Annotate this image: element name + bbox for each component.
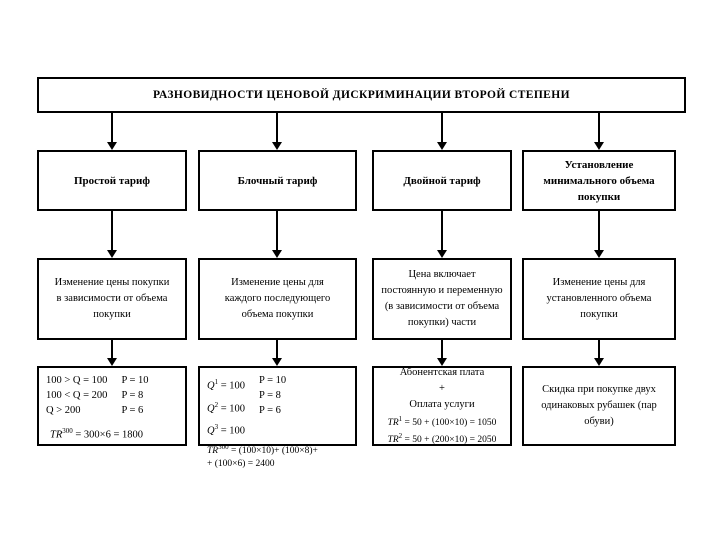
down-arrow bbox=[105, 113, 119, 150]
formula-expression: = 300×6 = 1800 bbox=[72, 429, 144, 441]
diagram-title: РАЗНОВИДНОСТИ ЦЕНОВОЙ ДИСКРИМИНАЦИИ ВТОР… bbox=[37, 77, 686, 113]
condition-line: 100 > Q = 100 bbox=[46, 375, 108, 386]
arrow-shaft bbox=[111, 340, 113, 358]
quantity-formula: Q1 = 100 bbox=[207, 373, 245, 396]
formula-variable: TR bbox=[207, 445, 219, 456]
example-simple-tariff: 100 > Q = 100 100 < Q = 200 Q > 200 P = … bbox=[37, 366, 187, 446]
condition-line: 100 < Q = 200 bbox=[46, 390, 108, 401]
description-double-tariff: Цена включает постоянную и переменную (в… bbox=[372, 258, 512, 340]
plus-sign: + bbox=[439, 382, 445, 394]
formula-expression: = 100 bbox=[218, 380, 246, 392]
arrow-shaft bbox=[111, 113, 113, 142]
description-min-volume: Изменение цены для установленного объема… bbox=[522, 258, 676, 340]
formula-variable: Q bbox=[207, 425, 215, 437]
arrow-shaft bbox=[598, 113, 600, 142]
arrow-head-icon bbox=[437, 358, 447, 366]
down-arrow bbox=[270, 113, 284, 150]
down-arrow bbox=[592, 211, 606, 258]
quantity-formula: Q3 = 100 bbox=[207, 418, 245, 441]
price-values: P = 10 P = 8 P = 6 bbox=[121, 373, 148, 418]
quantity-formula: Q2 = 100 bbox=[207, 396, 245, 419]
arrow-head-icon bbox=[107, 358, 117, 366]
arrow-head-icon bbox=[272, 358, 282, 366]
price-line: P = 8 bbox=[121, 390, 144, 401]
formula-superscript: 3 bbox=[214, 423, 219, 431]
formula-expression: = 50 + (100×10) = 1050 bbox=[402, 418, 497, 428]
arrow-shaft bbox=[276, 340, 278, 358]
price-line: P = 6 bbox=[121, 405, 144, 416]
arrow-shaft bbox=[598, 340, 600, 358]
arrow-head-icon bbox=[272, 142, 282, 150]
example-block-tariff: Q1 = 100 Q2 = 100 Q3 = 100 P = 10 P = 8 … bbox=[198, 366, 357, 469]
arrow-shaft bbox=[111, 211, 113, 250]
example-min-volume: Скидка при покупке двух одинаковых рубаш… bbox=[522, 366, 676, 446]
down-arrow bbox=[435, 340, 449, 366]
total-revenue-formula-continued: + (100×6) = 2400 bbox=[207, 458, 275, 469]
header-box-min-volume: Установление минимального объема покупки bbox=[522, 150, 676, 211]
arrow-head-icon bbox=[437, 250, 447, 258]
down-arrow bbox=[435, 211, 449, 258]
down-arrow bbox=[592, 113, 606, 150]
arrow-shaft bbox=[441, 113, 443, 142]
formula-variable: TR bbox=[387, 418, 399, 428]
formula-superscript: 2 bbox=[398, 432, 403, 440]
formula-variable: Q bbox=[207, 403, 215, 414]
arrow-shaft bbox=[598, 211, 600, 250]
description-block-tariff: Изменение цены для каждого последующего … bbox=[198, 258, 357, 340]
formula-expression: = 100 bbox=[218, 425, 246, 437]
price-values: P = 10 P = 8 P = 6 bbox=[259, 373, 286, 441]
down-arrow bbox=[105, 340, 119, 366]
arrow-shaft bbox=[441, 340, 443, 358]
formula-superscript: 2 bbox=[214, 400, 219, 409]
arrow-head-icon bbox=[437, 142, 447, 150]
arrow-shaft bbox=[276, 113, 278, 142]
formula-variable: TR bbox=[387, 435, 399, 446]
formula-expression: = (100×10)+ (100×8)+ bbox=[228, 445, 318, 456]
price-line: P = 10 bbox=[259, 375, 287, 386]
formula-variable: TR bbox=[50, 429, 63, 441]
formula-expression: = 100 bbox=[218, 403, 246, 414]
arrow-head-icon bbox=[594, 250, 604, 258]
arrow-shaft bbox=[276, 211, 278, 250]
down-arrow bbox=[270, 211, 284, 258]
header-box-double-tariff: Двойной тариф bbox=[372, 150, 512, 211]
arrow-shaft bbox=[441, 211, 443, 250]
total-revenue-formula: TR300 = (100×10)+ (100×8)+ bbox=[207, 441, 348, 458]
formula-superscript: 300 bbox=[62, 427, 73, 435]
quantity-conditions: 100 > Q = 100 100 < Q = 200 Q > 200 bbox=[46, 373, 107, 418]
example-double-tariff: Абонентская плата + Оплата услуги TR1 = … bbox=[372, 366, 512, 446]
service-line: Оплата услуги bbox=[409, 398, 475, 410]
formula-superscript: 300 bbox=[218, 442, 229, 451]
description-simple-tariff: Изменение цены покупки в зависимости от … bbox=[37, 258, 187, 340]
arrow-head-icon bbox=[272, 250, 282, 258]
total-revenue-formula: TR2 = 50 + (200×10) = 2050 bbox=[376, 430, 508, 447]
formula-expression: = 50 + (200×10) = 2050 bbox=[402, 435, 497, 446]
price-line: P = 6 bbox=[259, 405, 281, 416]
formula-superscript: 1 bbox=[398, 414, 403, 423]
down-arrow bbox=[592, 340, 606, 366]
block-quantities: Q1 = 100 Q2 = 100 Q3 = 100 bbox=[207, 373, 245, 441]
arrow-head-icon bbox=[594, 358, 604, 366]
discount-example-text: Скидка при покупке двух одинаковых рубаш… bbox=[541, 384, 657, 427]
total-revenue-formula: TR1 = 50 + (100×10) = 1050 bbox=[376, 413, 508, 430]
formula-variable: Q bbox=[207, 380, 215, 392]
down-arrow bbox=[435, 113, 449, 150]
condition-line: Q > 200 bbox=[46, 405, 81, 416]
fee-line: Абонентская плата bbox=[399, 366, 485, 378]
arrow-head-icon bbox=[594, 142, 604, 150]
arrow-head-icon bbox=[107, 250, 117, 258]
total-revenue-formula: TR300 = 300×6 = 1800 bbox=[46, 427, 178, 441]
header-box-block-tariff: Блочный тариф bbox=[198, 150, 357, 211]
header-box-simple-tariff: Простой тариф bbox=[37, 150, 187, 211]
price-line: P = 10 bbox=[121, 375, 149, 386]
price-line: P = 8 bbox=[259, 390, 281, 401]
down-arrow bbox=[270, 340, 284, 366]
arrow-head-icon bbox=[107, 142, 117, 150]
formula-superscript: 1 bbox=[214, 378, 219, 386]
down-arrow bbox=[105, 211, 119, 258]
